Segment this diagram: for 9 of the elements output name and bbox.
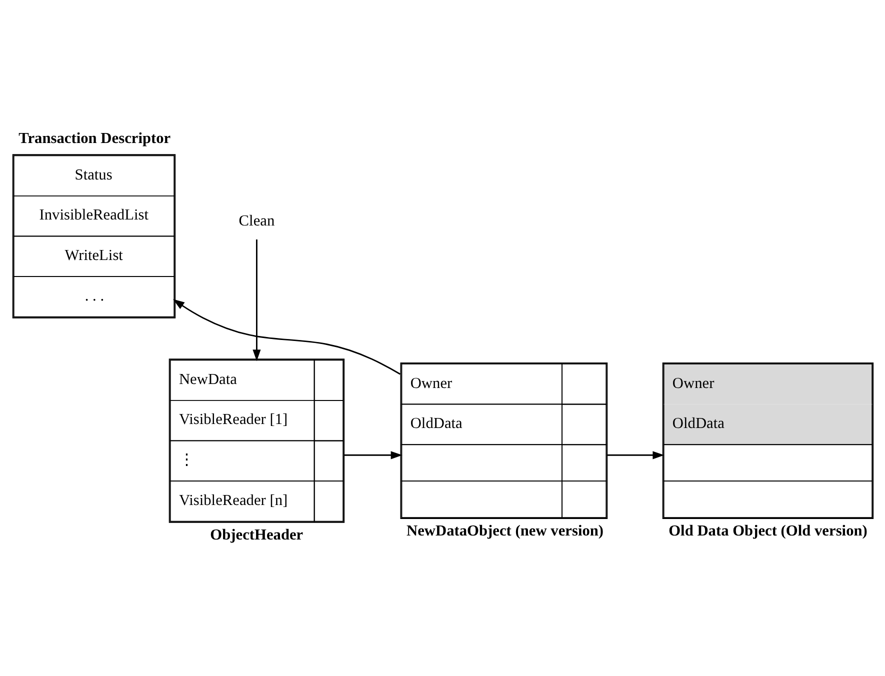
node-label: NewDataObject (new version) (406, 522, 604, 540)
node-label: Old Data Object (Old version) (668, 522, 868, 540)
node-label: ObjectHeader (210, 526, 304, 543)
node-label: Transaction Descriptor (18, 129, 171, 146)
arrow (344, 450, 402, 459)
arrow (252, 238, 261, 361)
arrow (606, 450, 664, 459)
node-text: Clean (238, 212, 275, 229)
arrow (172, 298, 401, 374)
